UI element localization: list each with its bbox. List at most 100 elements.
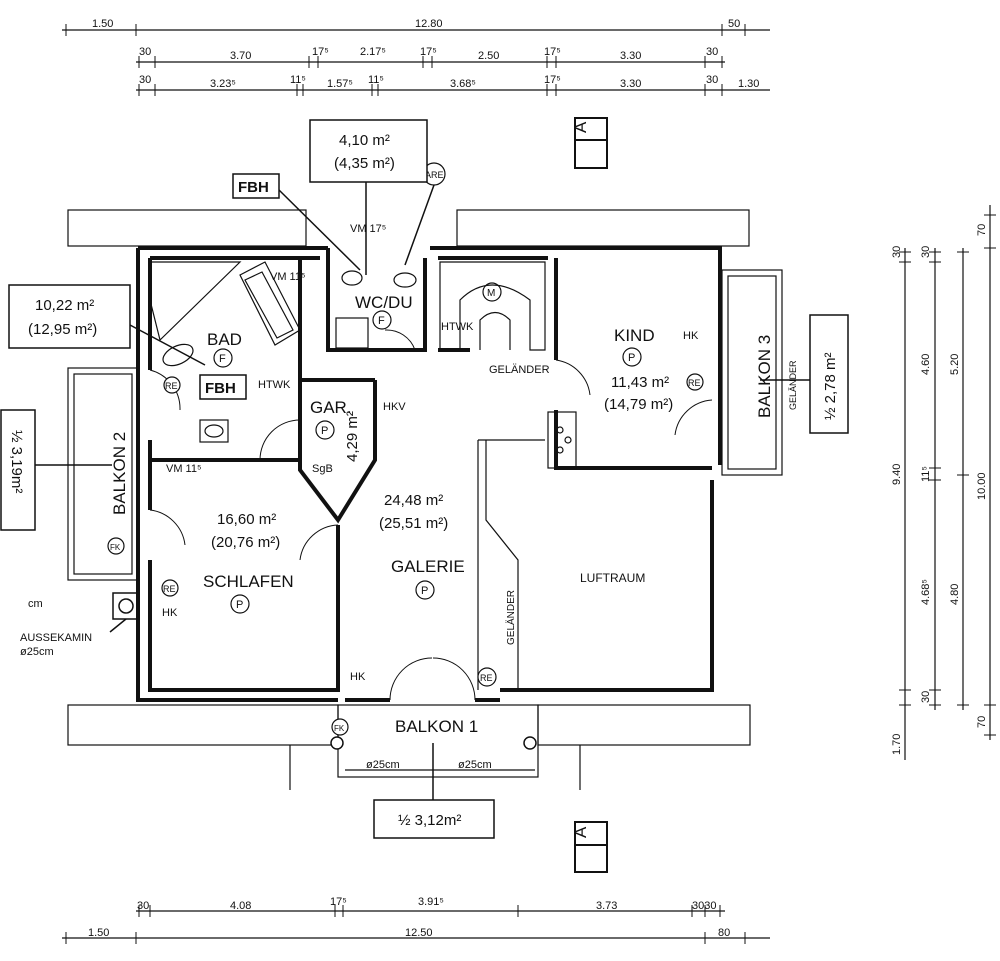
dim-top-1-2: 50: [728, 18, 740, 30]
symbol-re-kind: RE: [688, 378, 701, 388]
area-balkon2: ½ 3,19m²: [8, 430, 25, 493]
tag-d25-left: ø25cm: [366, 759, 400, 771]
dim-right-4-1: 10.00: [976, 472, 988, 500]
dim-bottom-1-0: 30: [137, 900, 149, 912]
dim-top-3-2: 11⁵: [290, 74, 306, 86]
dim-top-2-6: 17⁵: [544, 46, 561, 58]
dim-top-3-7: 3.30: [620, 78, 641, 90]
area-box-balkon2: ½ 3,19m²: [0, 409, 36, 531]
room-labels: BAD WC/DU KIND GAR. SCHLAFEN GALERIE LUF…: [110, 293, 774, 736]
tag-gelaender-top: GELÄNDER: [489, 364, 550, 376]
area-kind-net: 11,43 m²: [611, 374, 669, 391]
symbol-f-bad: F: [219, 353, 226, 365]
tag-hkv: HKV: [383, 401, 406, 413]
room-kind: KIND: [614, 326, 655, 345]
dim-top-3-1: 3.23⁵: [210, 78, 236, 90]
dim-bottom-1-5: 3030: [692, 900, 716, 912]
symbol-re-schlafen: RE: [163, 584, 176, 594]
room-gar: GAR.: [310, 398, 352, 417]
stair-equipment: [439, 261, 546, 351]
area-galerie-net: 24,48 m²: [384, 492, 443, 509]
dim-top-2-7: 3.30: [620, 50, 641, 62]
tag-sgb: SgB: [312, 463, 333, 475]
dim-top-2-4: 17⁵: [420, 46, 437, 58]
dim-right-3-1: 4.80: [949, 584, 961, 605]
dim-right-1-2: 1.70: [891, 734, 903, 755]
dim-top-2-0: 30: [139, 46, 151, 58]
dim-right-2-0: 30: [920, 246, 932, 258]
tag-gelaender-side: GELÄNDER: [505, 590, 517, 645]
symbol-fk-balkon2: FK: [110, 543, 121, 552]
area-kind-gross: (14,79 m²): [604, 396, 673, 413]
fbh-bad: FBH: [205, 380, 236, 397]
area-bad-net: 10,22 m²: [35, 297, 94, 314]
dim-top-1-0: 1.50: [92, 18, 113, 30]
area-wc-gross: (4,35 m²): [334, 155, 395, 172]
symbol-p-galerie: P: [421, 585, 428, 597]
area-gar: 4,29 m²: [344, 411, 361, 462]
top-dimensions: 1.50 12.80 50 30 3.70 17⁵ 2.17⁵ 17⁵ 2.50…: [62, 18, 770, 96]
tag-htwk-stair: HTWK: [441, 321, 474, 333]
dim-right-2-4: 30: [920, 691, 932, 703]
dim-top-3-0: 30: [139, 74, 151, 86]
room-bad: BAD: [207, 330, 242, 349]
dim-bottom-2-2: 80: [718, 927, 730, 939]
area-wc-net: 4,10 m²: [339, 132, 390, 149]
leader-lines: [35, 182, 810, 800]
dim-top-2-1: 3.70: [230, 50, 251, 62]
sanitary-fixtures: [162, 270, 577, 469]
dim-top-2-3: 2.17⁵: [360, 46, 386, 58]
dim-bottom-2-0: 1.50: [88, 927, 109, 939]
symbol-re-bad: RE: [165, 381, 178, 391]
balconies: [67, 269, 783, 778]
doors: [149, 329, 713, 701]
area-galerie-gross: (25,51 m²): [379, 515, 448, 532]
dim-top-1-1: 12.80: [415, 18, 443, 30]
section-mark-bottom-label: A: [571, 826, 590, 838]
dim-right-2-2: 11⁵: [920, 466, 932, 482]
symbol-p-kind: P: [628, 352, 635, 364]
dim-bottom-1-2: 17⁵: [330, 896, 347, 908]
symbol-fk-balkon1: FK: [334, 724, 345, 733]
tag-gelaender-balkon3: GELÄNDER: [788, 360, 798, 410]
dim-right-4-2: 70: [976, 716, 988, 728]
balkon1-columns: [330, 736, 537, 750]
dim-top-3-4: 11⁵: [368, 74, 384, 86]
dim-top-2-2: 17⁵: [312, 46, 329, 58]
area-schlafen-net: 16,60 m²: [217, 511, 276, 528]
room-wc: WC/DU: [355, 293, 413, 312]
dim-bottom-2-1: 12.50: [405, 927, 433, 939]
symbol-p-schlafen: P: [236, 599, 243, 611]
symbol-p-gar: P: [321, 425, 328, 437]
section-mark-top-label: A: [571, 121, 590, 133]
small-tags: HTWK HTWK HKV SgB HK HK HK VM 11⁵ VM 11⁵…: [20, 223, 798, 771]
dim-bottom-1-3: 3.91⁵: [418, 896, 444, 908]
dim-top-2-8: 30: [706, 46, 718, 58]
dim-bottom-1-1: 4.08: [230, 900, 251, 912]
symbol-letters: F F P P P P RE RE RE RE FK FK ARE M: [110, 170, 701, 733]
area-box-balkon3: ½ 2,78 m²: [809, 314, 849, 434]
dim-right-3-0: 5.20: [949, 354, 961, 375]
area-labels-inline: 11,43 m² (14,79 m²) 16,60 m² (20,76 m²) …: [211, 374, 673, 551]
outer-walls: [136, 246, 722, 702]
area-box-bad: 10,22 m² (12,95 m²): [8, 284, 131, 349]
dim-bottom-1-4: 3.73: [596, 900, 617, 912]
tag-aussekamin: AUSSEKAMIN: [20, 632, 92, 644]
area-schlafen-gross: (20,76 m²): [211, 534, 280, 551]
dim-top-3-8: 30: [706, 74, 718, 86]
room-balkon3: BALKON 3: [755, 335, 774, 418]
area-box-wc: 4,10 m² (4,35 m²): [309, 119, 428, 183]
fbh-top: FBH: [238, 179, 269, 196]
room-luftraum: LUFTRAUM: [580, 571, 645, 585]
dim-top-3-9: 1.30: [738, 78, 759, 90]
dim-top-3-6: 17⁵: [544, 74, 561, 86]
tag-hk-schlafen: HK: [162, 607, 178, 619]
area-bad-gross: (12,95 m²): [28, 321, 97, 338]
area-box-balkon1: ½ 3,12m²: [373, 799, 495, 839]
dim-right-1-1: 9.40: [891, 464, 903, 485]
symbol-circles: [107, 162, 704, 736]
tag-vm115-schlafen: VM 11⁵: [166, 463, 202, 475]
tag-hk-kind: HK: [683, 330, 699, 342]
tag-hk-galerie: HK: [350, 671, 366, 683]
